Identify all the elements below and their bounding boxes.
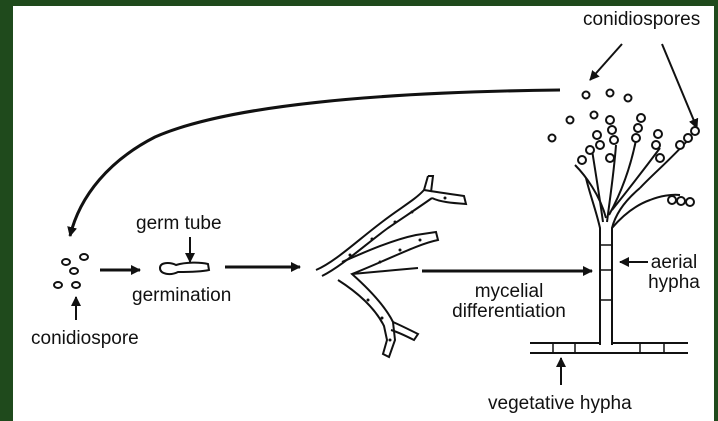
conidiospore-cluster bbox=[54, 254, 88, 288]
conidiospore-label: conidiospore bbox=[31, 329, 139, 349]
germinating-spore bbox=[160, 263, 209, 274]
young-mycelium bbox=[316, 176, 466, 357]
conidiospores-label: conidiospores bbox=[583, 10, 700, 30]
mycelial-label-line1: mycelial bbox=[444, 282, 574, 302]
aerial-hypha-structure bbox=[575, 140, 688, 345]
aerial-hypha-label: aerial hypha bbox=[644, 253, 704, 293]
free-conidiospores bbox=[549, 90, 632, 142]
vegetative-hypha-label: vegetative hypha bbox=[488, 394, 632, 414]
mycelial-differentiation-label: mycelial differentiation bbox=[444, 282, 574, 322]
conidiospores-pointer-left bbox=[590, 44, 622, 80]
aerial-label-line2: hypha bbox=[644, 273, 704, 293]
conidiospores-pointer-right bbox=[662, 44, 697, 128]
germination-label: germination bbox=[132, 286, 231, 306]
mycelial-label-line2: differentiation bbox=[444, 302, 574, 322]
germ-tube-label: germ tube bbox=[136, 214, 222, 234]
aerial-label-line1: aerial bbox=[644, 253, 704, 273]
